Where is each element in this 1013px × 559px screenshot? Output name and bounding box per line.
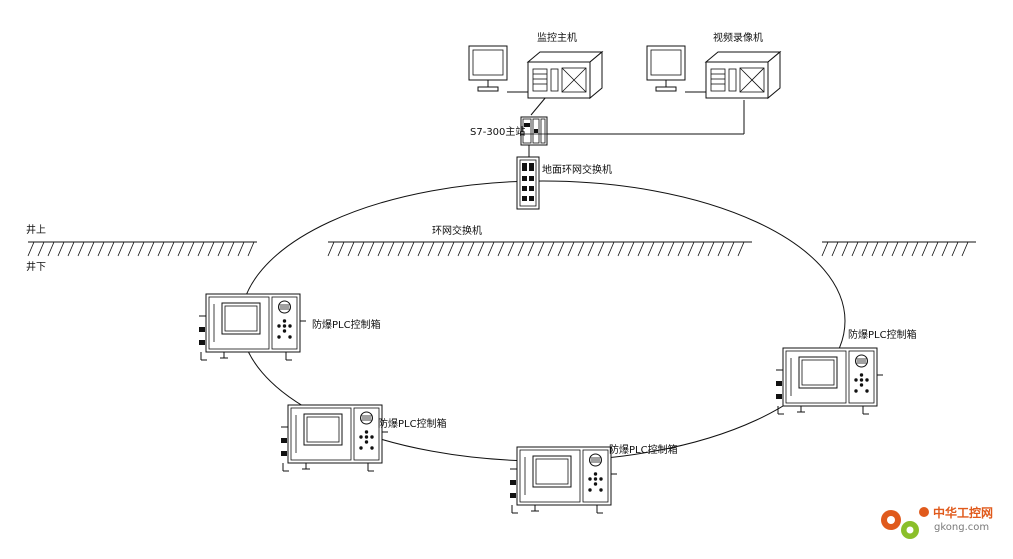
label-plc-box-4: 防爆PLC控制箱 bbox=[848, 328, 917, 341]
s7-300-master-plc bbox=[520, 116, 548, 146]
industrial-pc-icon bbox=[527, 51, 603, 99]
explosion-proof-plc-box-icon bbox=[775, 347, 884, 415]
explosion-proof-plc-box-icon bbox=[280, 404, 389, 472]
explosion-proof-plc-box-icon bbox=[198, 293, 307, 361]
label-plc-box-2: 防爆PLC控制箱 bbox=[378, 417, 447, 430]
ground-ring-switch bbox=[516, 156, 540, 210]
computer-monitor-icon bbox=[646, 45, 686, 92]
label-plc-box-3: 防爆PLC控制箱 bbox=[609, 443, 678, 456]
ground-line-left bbox=[27, 241, 257, 257]
gear-logo-icon bbox=[881, 507, 929, 539]
watermark-sub-text: gkong.com bbox=[934, 522, 989, 533]
label-above-ground: 井上 bbox=[26, 223, 46, 236]
monitor-host bbox=[468, 45, 603, 99]
watermark-main-text: 中华工控网 bbox=[933, 505, 993, 520]
industrial-pc-icon bbox=[705, 51, 781, 99]
network-switch-icon bbox=[516, 156, 540, 210]
plc-module-icon bbox=[520, 116, 548, 146]
video-recorder bbox=[646, 45, 781, 99]
label-video-recorder: 视频录像机 bbox=[713, 31, 763, 44]
label-ground-ring-switch: 地面环网交换机 bbox=[542, 163, 612, 176]
label-below-ground: 井下 bbox=[26, 260, 46, 273]
explosion-proof-plc-box-icon bbox=[509, 446, 618, 514]
ground-line-right bbox=[821, 241, 976, 257]
label-plc-box-1: 防爆PLC控制箱 bbox=[312, 318, 381, 331]
ethernet-links bbox=[507, 91, 745, 157]
computer-monitor-icon bbox=[468, 45, 508, 92]
label-ring-switch: 环网交换机 bbox=[432, 224, 482, 237]
label-s7-300-master: S7-300主站 bbox=[470, 125, 525, 138]
label-monitor-host: 监控主机 bbox=[537, 31, 577, 44]
watermark: 中华工控网 gkong.com bbox=[881, 505, 993, 539]
ground-line-middle bbox=[327, 241, 752, 257]
